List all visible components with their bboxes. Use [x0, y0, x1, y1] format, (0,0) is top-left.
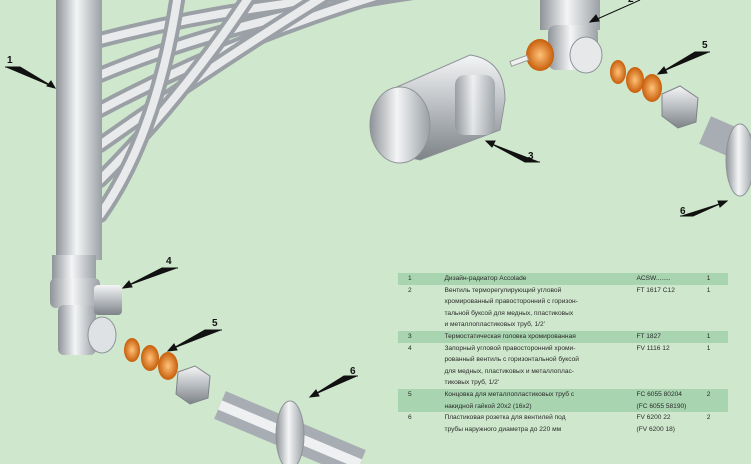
part-quantity-line: 2	[706, 390, 711, 398]
pipe-with-rosette-6-right	[699, 116, 751, 197]
part-quantity-line: 1	[706, 344, 711, 352]
part-code: FV 6200 22 (FV 6200 18)	[637, 412, 707, 435]
part-number: 2	[398, 285, 444, 331]
radiator-column	[56, 0, 102, 260]
part-description-line: и металлопластиковых труб, 1/2'	[444, 321, 545, 329]
parts-table-row: 5 Концовка для металлопластиковых труб с н…	[398, 388, 728, 413]
part-code: FT 1617 C12	[637, 285, 707, 331]
callout-1: 1	[7, 55, 13, 66]
part-description-line: для медных, пластиковых и металлоплас-	[444, 367, 575, 375]
callout-6-left: 6	[350, 366, 356, 377]
part-number-line: 2	[408, 286, 412, 294]
pipe-with-rosette-6-left	[214, 391, 366, 464]
radiator	[92, 0, 415, 223]
part-quantity: 1	[707, 285, 728, 331]
parts-table: 1 Дизайн-радиатор Accolade ACSW........ 1 2 В…	[398, 273, 728, 435]
callout-6-right: 6	[680, 206, 686, 217]
part-code: FC 6055 80204 (FC 6055 58190)	[636, 388, 707, 413]
compression-fitting-5-left	[124, 338, 211, 405]
part-quantity: 2	[707, 412, 728, 435]
part-quantity: 1	[706, 273, 728, 285]
part-description-line: Пластиковая розетка для вентилей под	[444, 414, 566, 422]
part-description-line: Дизайн-радиатор Accolade	[444, 275, 527, 282]
part-number: 3	[398, 330, 445, 343]
part-quantity-line: 2	[706, 414, 711, 422]
part-description-line: Концовка для металлопластиковых труб с	[444, 390, 575, 398]
part-code-line: (FC 6055 58190)	[636, 402, 687, 410]
part-number: 5	[398, 388, 445, 413]
parts-table-row: 6 Пластиковая розетка для вентилей под тру…	[398, 412, 728, 435]
part-description-line: тиковых труб, 1/2'	[444, 379, 500, 387]
shutoff-valve-4	[50, 278, 122, 355]
part-description: Вентиль терморегулирующий угловой хромиро…	[444, 285, 636, 331]
callout-5-left: 5	[212, 318, 218, 329]
part-description-line: трубы наружного диаметра до 220 мм	[444, 425, 562, 433]
part-description-line: рованный вентиль с горизонтальной буксой	[444, 356, 579, 364]
compression-fitting-5-right	[610, 60, 699, 129]
part-description: Пластиковая розетка для вентилей под труб…	[444, 412, 636, 435]
part-description-line: Вентиль терморегулирующий угловой	[444, 286, 562, 294]
part-code: FT 1827	[636, 330, 707, 343]
thermostatic-head-3	[369, 54, 506, 164]
parts-table-row: 2 Вентиль терморегулирующий угловой хромир…	[398, 285, 728, 331]
part-number: 4	[398, 343, 444, 389]
part-number-line: 5	[408, 390, 412, 398]
part-number: 6	[398, 412, 444, 435]
part-description-line: тальной буксой для медных, пластиковых	[444, 309, 574, 317]
part-code-line: FT 1827	[636, 332, 661, 340]
parts-table-row: 3 Термостатическая головка хромированная F…	[398, 330, 728, 343]
part-description: Дизайн-радиатор Accolade	[444, 273, 637, 285]
part-quantity-line: 1	[706, 275, 711, 282]
part-code: FV 1116 12	[637, 343, 707, 389]
part-quantity: 1	[706, 330, 728, 343]
callout-5-right: 5	[702, 40, 708, 51]
part-code-line: ACSW........	[636, 275, 671, 282]
part-code: ACSW........	[636, 273, 707, 285]
part-quantity-line: 1	[706, 286, 711, 294]
parts-table-row: 4 Запорный угловой правосторонний хроми-р…	[398, 343, 728, 389]
part-code-line: FV 1116 12	[636, 344, 670, 352]
part-number-line: 1	[408, 275, 412, 282]
part-description: Термостатическая головка хромированная	[444, 330, 637, 343]
part-quantity: 2	[706, 388, 728, 413]
part-description: Концовка для металлопластиковых труб с на…	[444, 388, 637, 413]
part-code-line: FC 6055 80204	[636, 390, 682, 398]
part-code-line: FV 6200 22	[636, 414, 671, 422]
part-description-line: Запорный угловой правосторонний хроми-	[444, 344, 576, 352]
part-number-line: 4	[408, 344, 412, 352]
callout-2: 2	[628, 0, 634, 5]
part-number: 1	[398, 273, 445, 285]
parts-table-row: 1 Дизайн-радиатор Accolade ACSW........ 1	[398, 273, 728, 285]
thermostatic-valve-2	[509, 0, 603, 74]
callout-leaders	[5, 0, 729, 398]
callout-4: 4	[166, 256, 172, 267]
part-code-line: (FV 6200 18)	[636, 425, 675, 433]
part-quantity-line: 1	[706, 332, 711, 340]
part-number-line: 6	[408, 414, 412, 422]
part-number-line: 3	[408, 332, 412, 340]
part-description-line: хромированный правосторонний с горизон-	[444, 298, 578, 306]
callout-3: 3	[528, 151, 534, 162]
part-description-line: Термостатическая головка хромированная	[444, 332, 576, 340]
part-code-line: FT 1617 C12	[636, 286, 675, 294]
part-quantity: 1	[707, 343, 728, 389]
part-description: Запорный угловой правосторонний хроми-ро…	[444, 343, 636, 389]
part-description-line: накидной гайкой 20x2 (16x2)	[444, 402, 532, 410]
